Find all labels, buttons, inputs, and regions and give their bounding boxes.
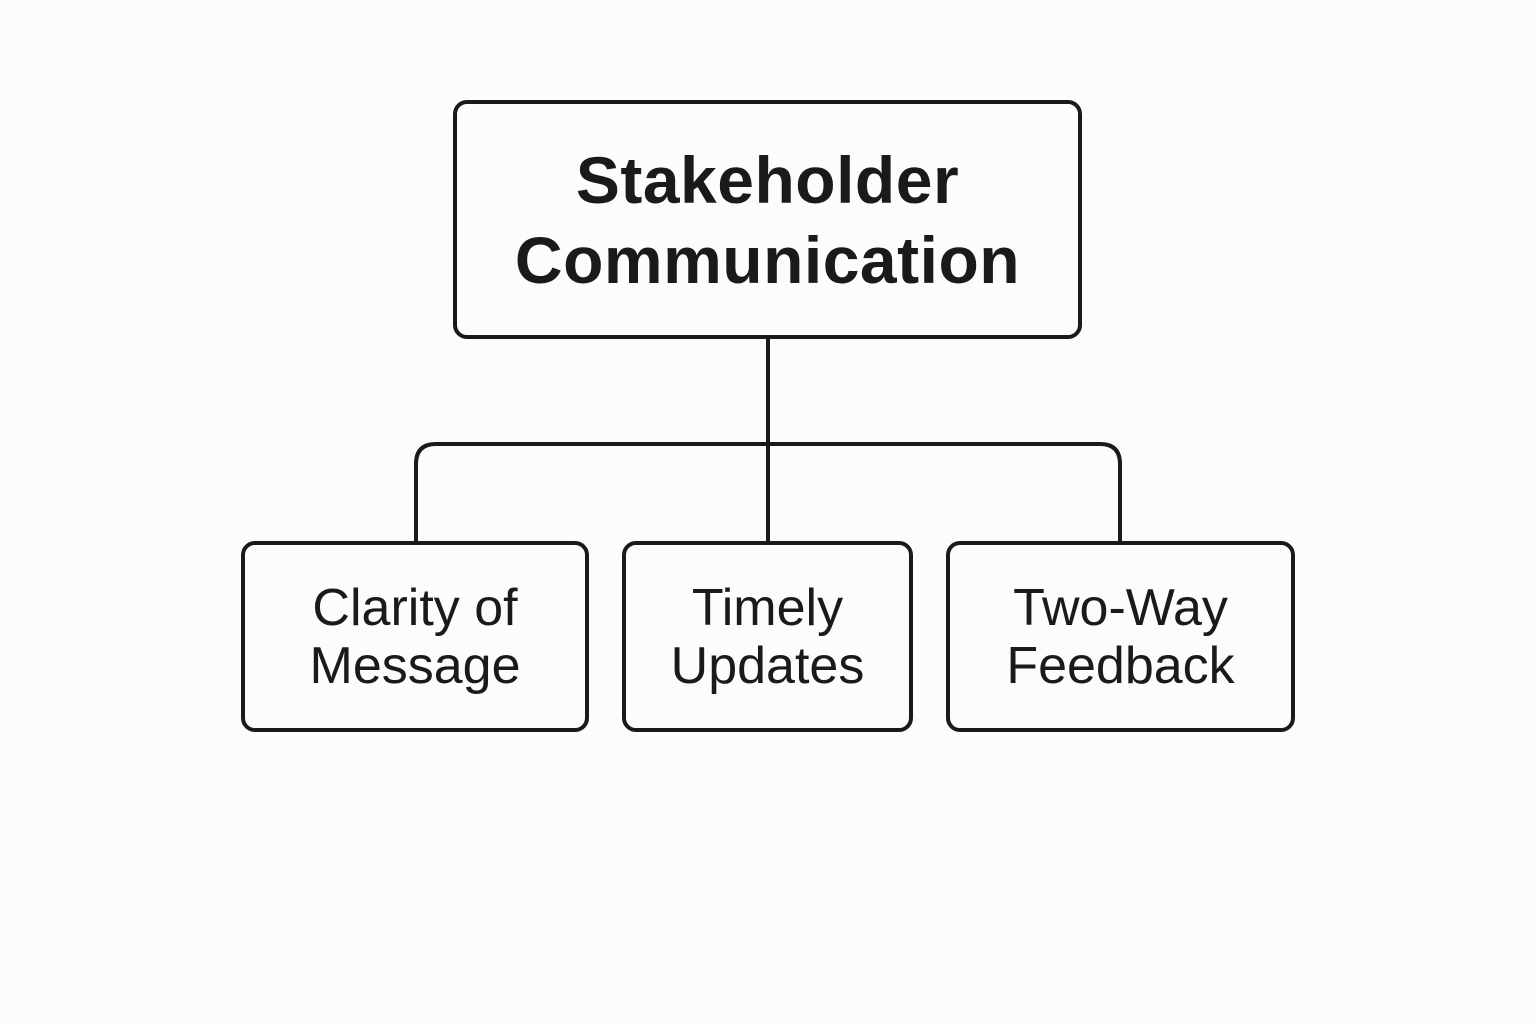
child-node-clarity-of-message: Clarity of Message <box>241 541 589 732</box>
root-node-label-line1: Stakeholder <box>575 142 960 217</box>
child-node-label: Timely Updates <box>671 579 865 695</box>
child-node-label-line2: Message <box>309 636 521 695</box>
root-node-label: Stakeholder Communication <box>515 140 1020 300</box>
child-node-label-line1: Clarity of <box>312 578 518 637</box>
child-node-label: Two-Way Feedback <box>1006 579 1234 695</box>
root-node-label-line2: Communication <box>514 222 1021 297</box>
child-node-label-line1: Two-Way <box>1013 578 1228 637</box>
child-node-label-line1: Timely <box>691 578 844 637</box>
child-node-two-way-feedback: Two-Way Feedback <box>946 541 1295 732</box>
root-node-stakeholder-communication: Stakeholder Communication <box>453 100 1082 339</box>
child-node-label-line2: Updates <box>670 636 865 695</box>
child-node-label: Clarity of Message <box>310 579 521 695</box>
child-node-timely-updates: Timely Updates <box>622 541 913 732</box>
child-node-label-line2: Feedback <box>1006 636 1235 695</box>
